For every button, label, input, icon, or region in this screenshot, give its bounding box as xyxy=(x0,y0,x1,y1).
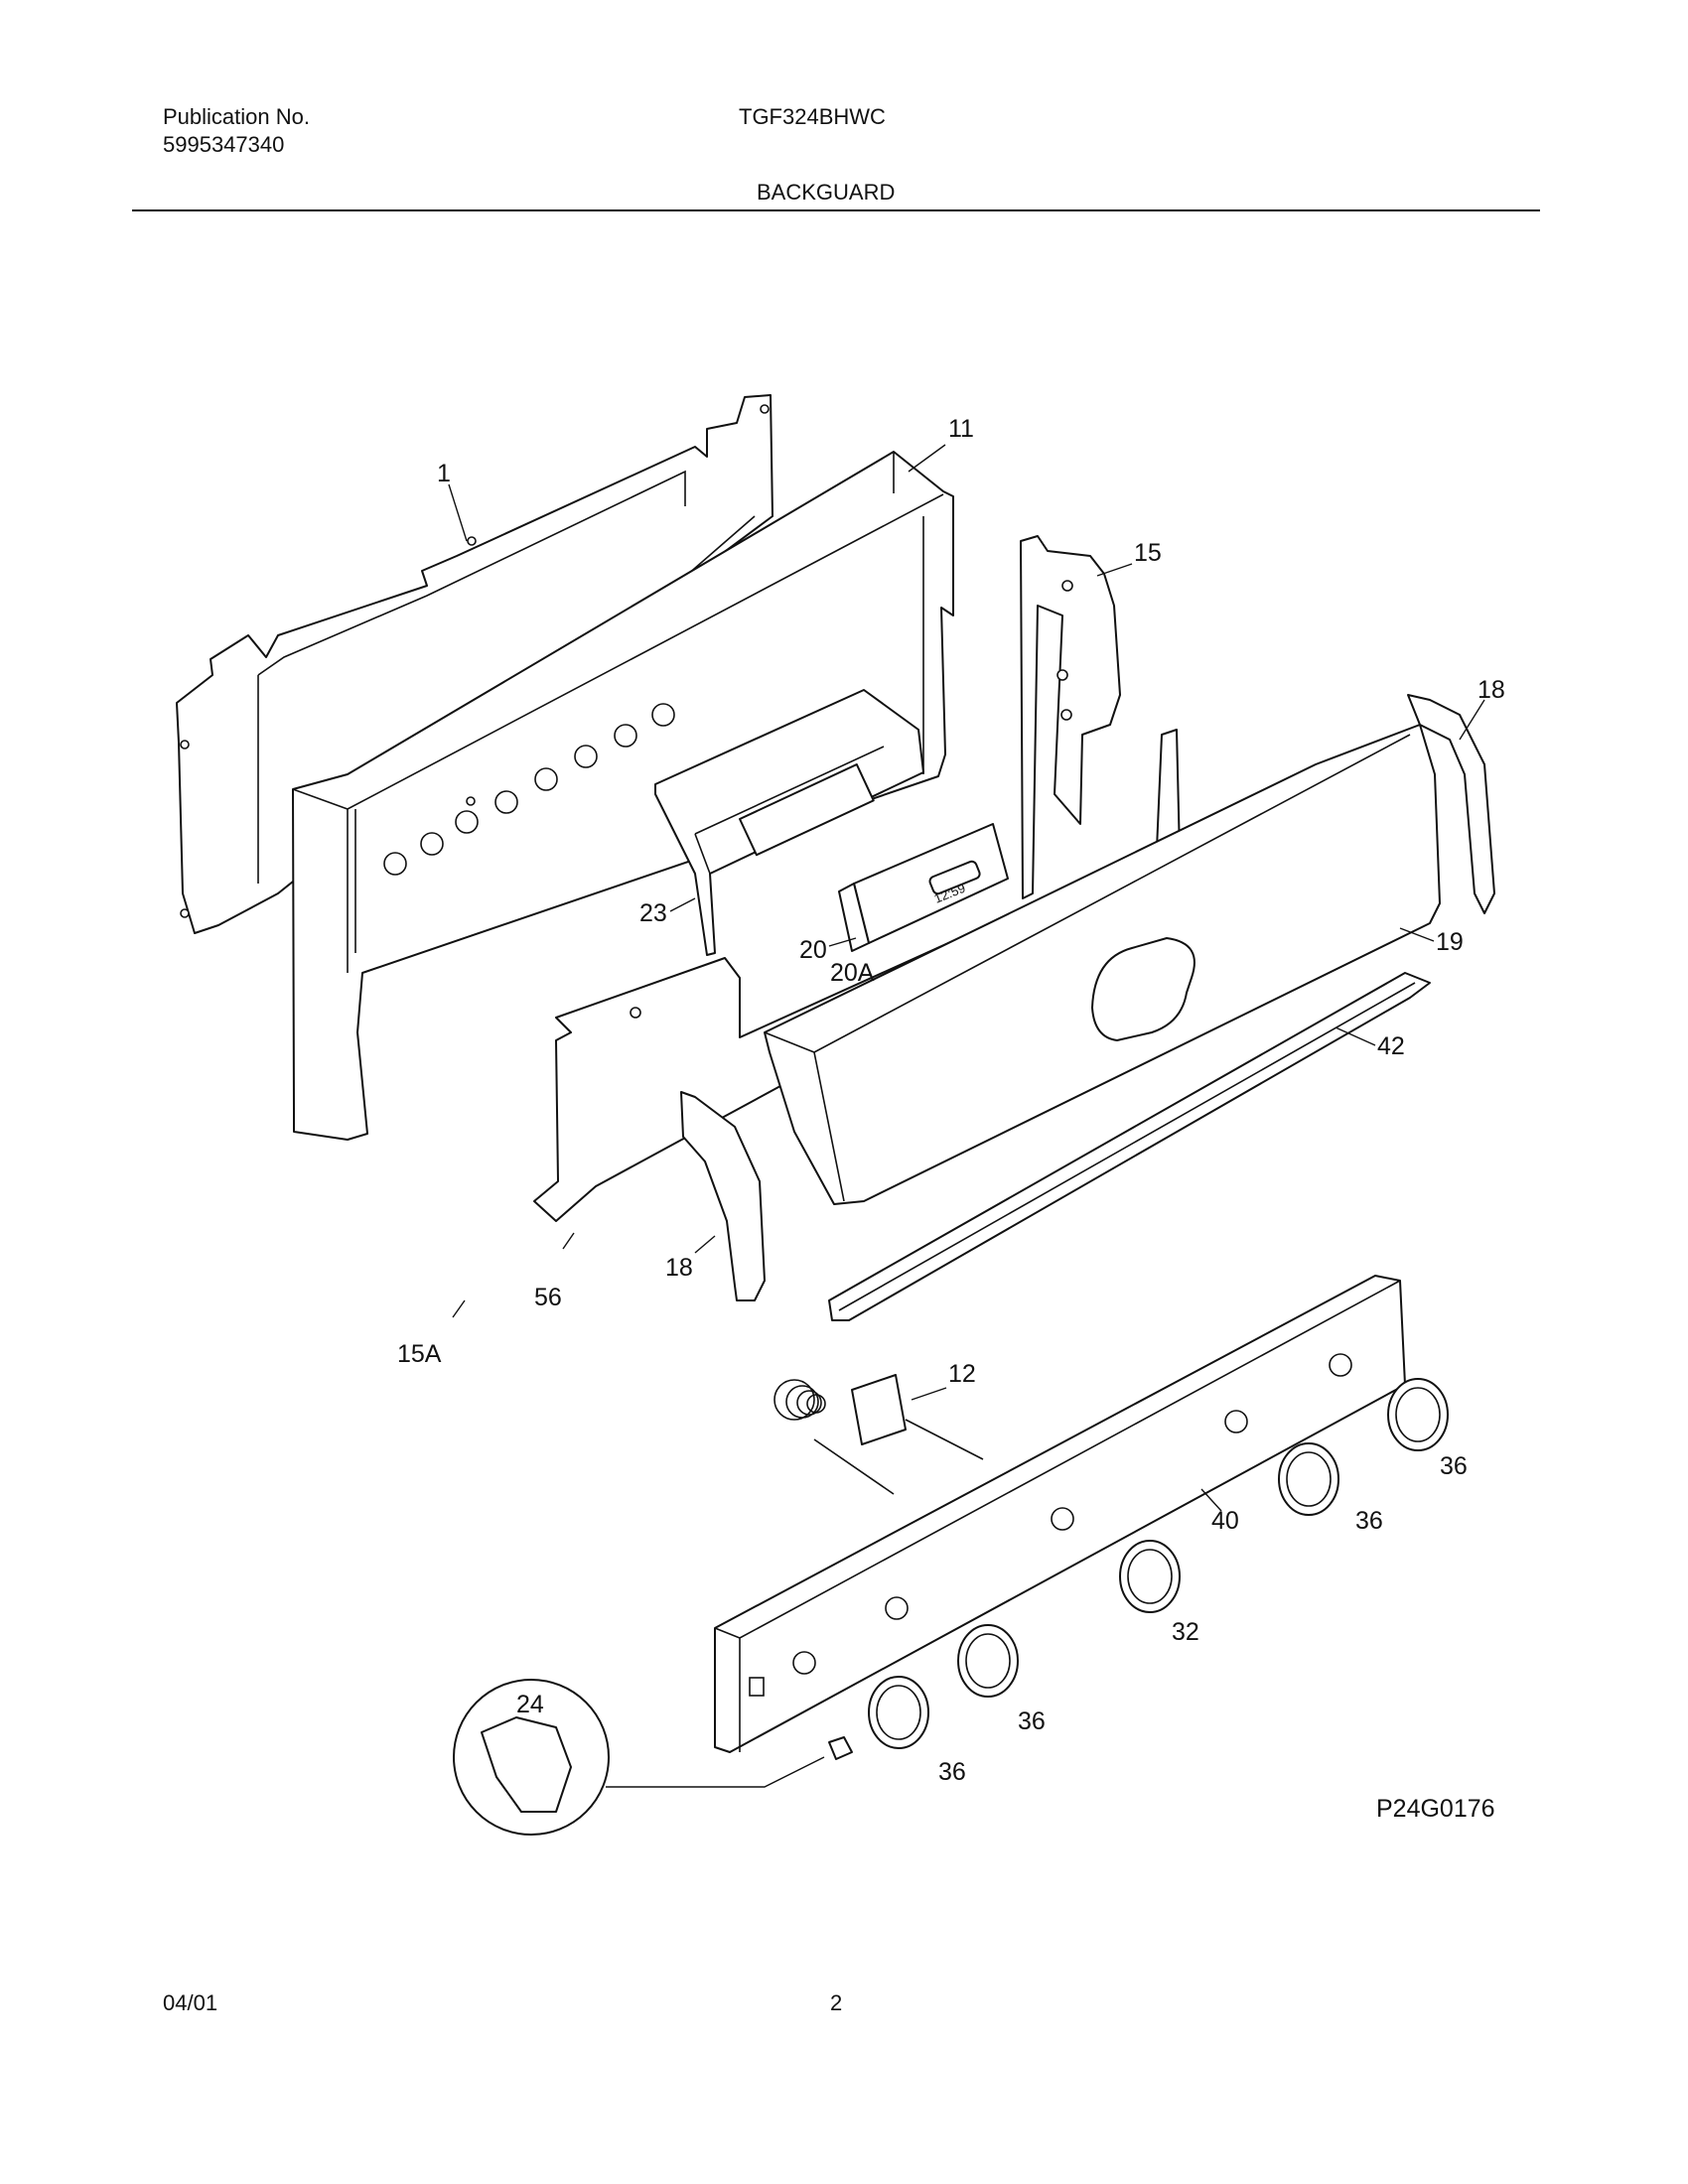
callout-12: 12 xyxy=(948,1360,976,1388)
callout-18-right: 18 xyxy=(1477,676,1505,704)
knob-36-far-left xyxy=(868,1676,929,1749)
footer-page-number: 2 xyxy=(830,1990,843,2015)
drawing-id: P24G0176 xyxy=(1376,1795,1495,1823)
knob-36-far-right xyxy=(1387,1378,1449,1451)
part-24-switch-detail xyxy=(453,1679,853,1836)
callout-11: 11 xyxy=(948,415,974,443)
callout-56: 56 xyxy=(534,1284,562,1311)
callout-1: 1 xyxy=(437,460,451,487)
callout-15a: 15A xyxy=(397,1340,442,1368)
part-20-clock-module: 12:59 xyxy=(838,823,1009,952)
knob-36-left xyxy=(957,1624,1019,1698)
callout-23: 23 xyxy=(639,899,667,927)
knob-32-center xyxy=(1119,1540,1181,1613)
part-23-clock-bracket xyxy=(654,689,924,956)
footer-date: 04/01 xyxy=(163,1990,218,2015)
leader-lines xyxy=(448,444,1485,1512)
header-rule xyxy=(132,209,1540,211)
callout-42: 42 xyxy=(1377,1032,1405,1060)
callout-20a: 20A xyxy=(830,959,875,987)
publication-label: Publication No. xyxy=(163,104,310,129)
callout-24: 24 xyxy=(516,1691,544,1718)
part-18-right-endcap xyxy=(1407,694,1495,914)
section-title: BACKGUARD xyxy=(757,180,896,205)
callout-36-b: 36 xyxy=(1355,1507,1383,1535)
knob-36-right xyxy=(1278,1442,1339,1516)
part-15-right-bracket xyxy=(1020,535,1121,899)
part-19-control-panel xyxy=(764,724,1441,1205)
callout-18-left: 18 xyxy=(665,1254,693,1282)
part-12-thermostat xyxy=(774,1374,984,1495)
part-42-trim-strip xyxy=(828,972,1431,1321)
part-11-backguard-frame xyxy=(292,451,954,1141)
callout-40: 40 xyxy=(1211,1507,1239,1535)
model-number: TGF324BHWC xyxy=(739,104,886,129)
callout-32: 32 xyxy=(1172,1618,1199,1646)
part-18-left-endcap xyxy=(680,1091,766,1301)
callout-15: 15 xyxy=(1134,539,1162,567)
publication-number: 5995347340 xyxy=(163,132,285,157)
callout-36-a: 36 xyxy=(1440,1452,1468,1480)
callout-36-c: 36 xyxy=(1018,1707,1046,1735)
callout-20: 20 xyxy=(799,936,827,964)
callout-36-d: 36 xyxy=(938,1758,966,1786)
callout-19: 19 xyxy=(1436,928,1464,956)
